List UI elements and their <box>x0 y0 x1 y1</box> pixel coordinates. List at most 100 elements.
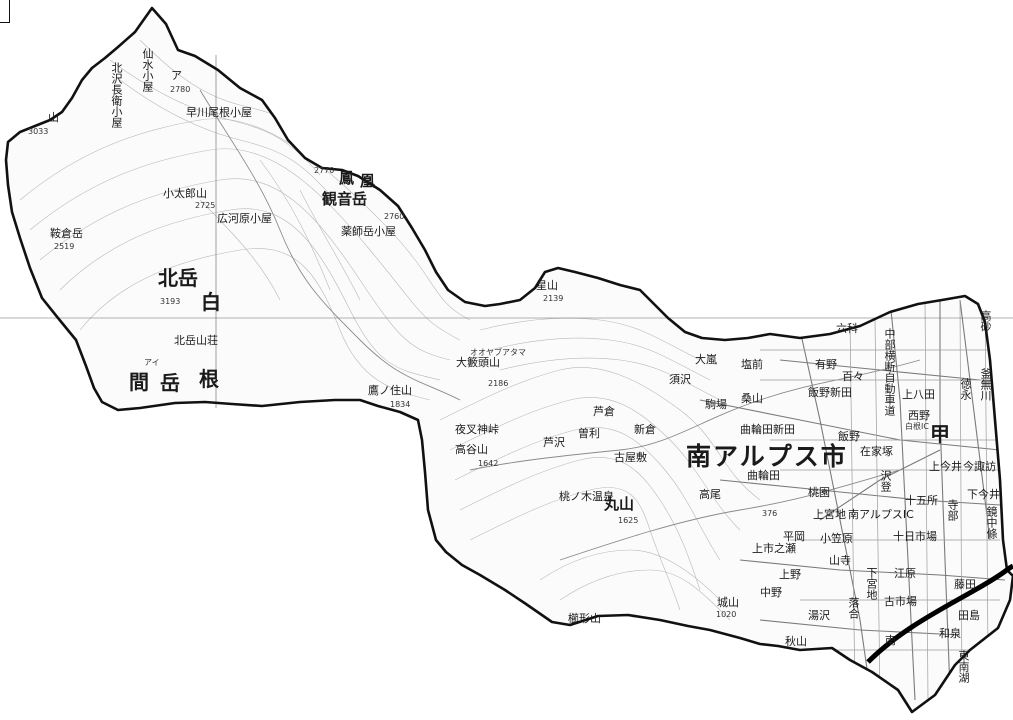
label-orashi: 大嵐 <box>695 353 717 366</box>
label-sensui-koya: 仙水小屋 <box>141 48 154 92</box>
label-hayakawa-one: 早川尾根小屋 <box>186 106 252 119</box>
label-nan: 南 <box>885 634 896 647</box>
label-kitadake-sanso: 北岳山荘 <box>174 334 218 347</box>
label-kamiichinose: 上市之瀬 <box>752 542 796 555</box>
contour-lines <box>19 39 761 621</box>
label-ashikura-sawa: 芦沢 <box>543 436 565 449</box>
elev-3193: 3193 <box>160 297 181 306</box>
urban-grid <box>760 299 1000 701</box>
label-ogasawara: 小笠原 <box>820 532 853 545</box>
label-kannondake: 観音岳 <box>322 190 368 208</box>
frame-corner-mark <box>0 0 10 23</box>
label-ai: 間 <box>129 370 149 394</box>
label-shirane-ic: 白根IC <box>905 422 929 431</box>
label-fujita: 藤田 <box>954 578 976 591</box>
label-imasuwa: 今諏訪 <box>963 460 996 473</box>
label-ashikura: 芦倉 <box>593 405 615 418</box>
elev-376: 376 <box>762 509 778 518</box>
label-a-kana: ア <box>171 69 182 82</box>
label-ne: 根 <box>199 367 219 391</box>
label-kamenoki: 桃ノ木温泉 <box>559 490 614 503</box>
label-minami-alps-ic: 南アルプスIC <box>848 508 914 521</box>
label-kurakura-dake: 鞍倉岳 <box>50 227 83 240</box>
label-hoshiyama: 星山 <box>536 279 558 292</box>
label-iino-shinden: 飯野新田 <box>808 386 852 399</box>
label-sengen-yama: 鷹ノ住山 <box>368 384 412 397</box>
label-tajima: 田島 <box>958 609 980 622</box>
ruby-oyabuchi: オオヤブアタマ <box>470 348 526 357</box>
label-jibu: 寺部 <box>946 499 959 521</box>
label-wazumi: 和泉 <box>939 627 961 640</box>
label-nakano: 中野 <box>760 586 782 599</box>
label-ho: 鳳 <box>339 169 355 187</box>
label-yoshamine: 夜叉神峠 <box>455 423 499 436</box>
label-ochiai: 落合 <box>847 597 860 619</box>
label-yuzawa: 湯沢 <box>808 609 830 622</box>
elev-1020: 1020 <box>716 610 737 619</box>
elev-2780: 2780 <box>170 85 191 94</box>
elev-1642: 1642 <box>478 459 499 468</box>
label-ebara: 江原 <box>894 567 916 580</box>
elev-2519: 2519 <box>54 242 75 251</box>
label-shimomiyaji: 下宮地 <box>865 567 878 600</box>
label-zaike-tsuka: 在家塚 <box>860 445 893 458</box>
city-label: 南アルプス市 <box>686 442 848 471</box>
label-kamino: 上野 <box>779 568 801 581</box>
label-sogeta: 曲輪田 <box>747 469 780 482</box>
label-furuichiba: 古市場 <box>884 595 917 608</box>
label-kamimiyaji: 上宮地 <box>813 508 846 521</box>
label-take: 岳 <box>160 371 180 395</box>
label-sumizawa: 須沢 <box>669 373 691 386</box>
label-yamadera: 山寺 <box>829 554 851 567</box>
label-shinkura: 新倉 <box>634 423 656 436</box>
label-kuwayama: 桑山 <box>741 392 763 405</box>
label-momozono: 桃園 <box>808 486 830 499</box>
label-sogeta-shinden: 曲輪田新田 <box>740 423 795 436</box>
label-aino: 有野 <box>815 358 837 371</box>
elev-2770: 2770 <box>314 166 335 175</box>
label-kushigata-yama: 櫛形山 <box>568 612 601 625</box>
label-kamihachida: 上八田 <box>902 388 935 401</box>
elev-2725: 2725 <box>195 201 216 210</box>
label-takatani: 高谷山 <box>455 443 488 456</box>
label-yakushidake-koya: 薬師岳小屋 <box>341 225 396 238</box>
label-komaba: 駒場 <box>705 398 727 411</box>
label-takao: 高尾 <box>699 488 721 501</box>
label-tokunaga: 徳永 <box>959 378 972 400</box>
label-kitadake: 北岳 <box>158 266 198 290</box>
label-iino: 飯野 <box>838 430 860 443</box>
label-akiyama: 秋山 <box>785 635 807 648</box>
label-kagamisaku: 鏡中條 <box>985 506 998 539</box>
road-network <box>699 299 1006 701</box>
label-hirogawara: 広河原小屋 <box>217 212 272 225</box>
label-kotaro-yama: 小太郎山 <box>163 187 207 200</box>
label-tokaichiba: 十日市場 <box>893 530 937 543</box>
label-yama-west: 山 <box>48 111 59 124</box>
elev-1834: 1834 <box>390 400 411 409</box>
map-grid-lines <box>0 55 1013 408</box>
elev-2186: 2186 <box>488 379 509 388</box>
label-kamiimai: 上今井 <box>929 460 962 473</box>
label-dodo: 百々 <box>842 370 864 383</box>
elev-3033: 3033 <box>28 127 49 136</box>
label-koyashiki: 古屋敷 <box>614 451 647 464</box>
label-maruyama: 丸山 <box>604 495 635 513</box>
label-kou: 甲 <box>930 422 950 446</box>
municipal-boundary-line <box>866 563 1013 664</box>
label-ou: 凰 <box>360 172 376 190</box>
label-hiraoka: 平岡 <box>783 530 805 543</box>
label-rokka: 六科 <box>836 322 858 335</box>
label-tokoro: 十五所 <box>905 494 938 507</box>
elev-2139: 2139 <box>543 294 564 303</box>
label-oyabuchi: 大籔頭山 <box>456 356 500 369</box>
label-kitasawa-chouei: 北沢長衛小屋 <box>110 62 123 128</box>
label-jouyama: 城山 <box>717 596 739 609</box>
label-shiomae: 塩前 <box>741 358 763 371</box>
ruby-ai: アイ <box>144 358 160 367</box>
elev-2760: 2760 <box>384 212 405 221</box>
label-sawanobori: 沢登 <box>879 470 892 492</box>
label-tohkai: 東南湖 <box>957 650 970 683</box>
label-kaneda: 釜無川 <box>979 368 992 401</box>
label-shimoimai: 下今井 <box>967 488 1000 501</box>
